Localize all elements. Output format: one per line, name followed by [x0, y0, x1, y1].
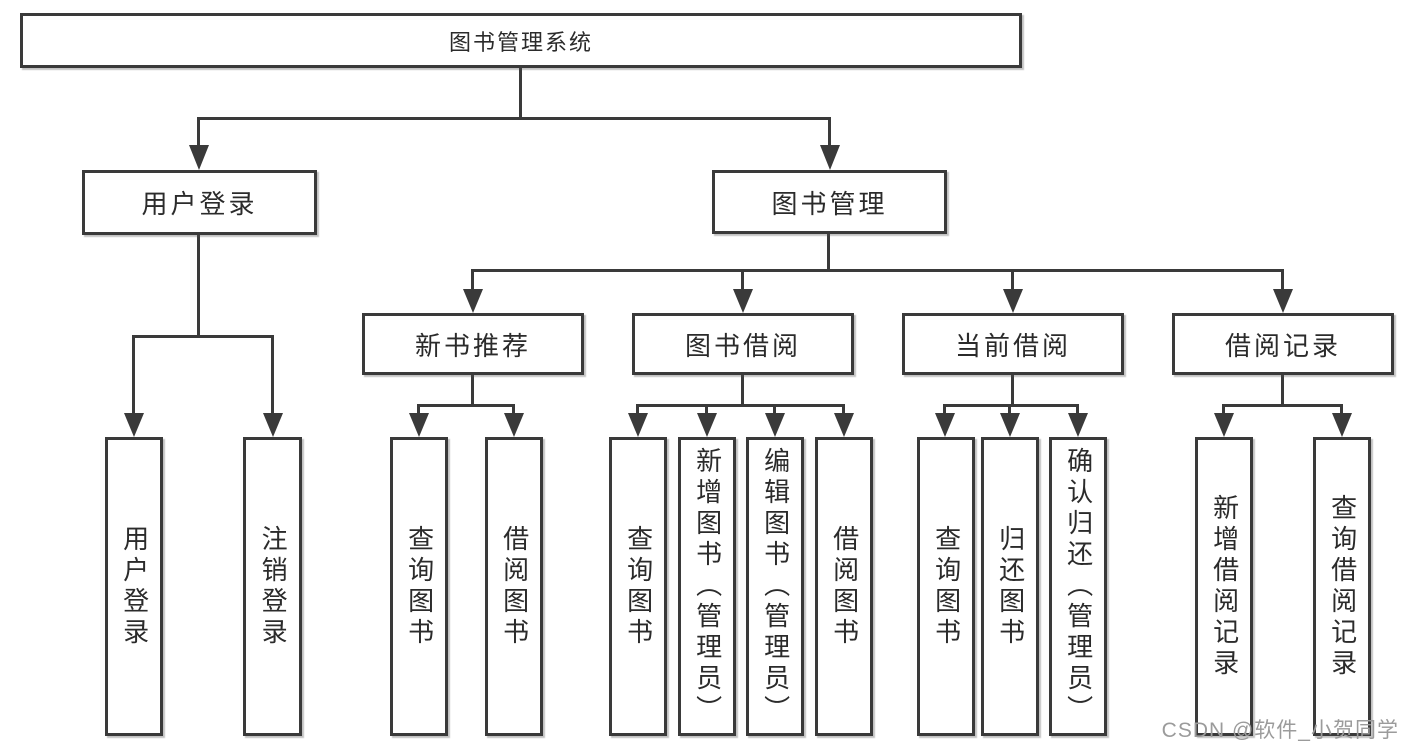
leaf-logout-label: 注销登录: [258, 524, 289, 649]
leaf-return-book-label: 归还图书: [995, 524, 1026, 649]
leaf-borrow-book: 借阅图书: [815, 437, 873, 736]
node-current-borrow: 当前借阅: [902, 313, 1124, 375]
leaf-add-book-admin-label: 新增图书（管理员）: [692, 447, 723, 726]
node-new-book-recommend-label: 新书推荐: [414, 330, 531, 361]
leaf-query-book-recommend-label: 查询图书: [404, 524, 435, 649]
leaf-user-login-label: 用户登录: [119, 524, 150, 649]
node-root-label: 图书管理系统: [448, 29, 593, 55]
node-book-management: 图书管理: [712, 170, 947, 234]
node-book-management-label: 图书管理: [771, 188, 888, 219]
leaf-edit-book-admin-label: 编辑图书（管理员）: [760, 447, 791, 726]
node-user-login-label: 用户登录: [141, 189, 258, 219]
node-borrow-record-label: 借阅记录: [1224, 330, 1341, 361]
csdn-watermark: CSDN @软件_小贺同学: [1161, 719, 1399, 742]
leaf-user-login: 用户登录: [105, 437, 163, 736]
leaf-logout: 注销登录: [243, 437, 302, 736]
leaf-query-book-borrow: 查询图书: [609, 437, 667, 736]
node-new-book-recommend: 新书推荐: [362, 313, 584, 375]
leaf-query-book-borrow-label: 查询图书: [623, 524, 654, 649]
node-book-borrow: 图书借阅: [632, 313, 854, 375]
leaf-confirm-return-admin: 确认归还（管理员）: [1049, 437, 1107, 736]
leaf-borrow-book-recommend: 借阅图书: [485, 437, 543, 736]
leaf-add-book-admin: 新增图书（管理员）: [678, 437, 736, 736]
leaf-confirm-return-admin-label: 确认归还（管理员）: [1063, 447, 1094, 726]
leaf-borrow-book-recommend-label: 借阅图书: [499, 524, 530, 649]
node-user-login: 用户登录: [82, 170, 317, 235]
leaf-borrow-book-label: 借阅图书: [829, 524, 860, 649]
leaf-return-book: 归还图书: [981, 437, 1039, 736]
node-book-borrow-label: 图书借阅: [684, 330, 801, 361]
leaf-query-book-current-label: 查询图书: [931, 524, 962, 649]
node-current-borrow-label: 当前借阅: [954, 330, 1071, 361]
leaf-query-borrow-record-label: 查询借阅记录: [1327, 493, 1358, 680]
leaf-query-borrow-record: 查询借阅记录: [1313, 437, 1371, 736]
node-root: 图书管理系统: [20, 13, 1022, 68]
leaf-query-book-recommend: 查询图书: [390, 437, 448, 736]
leaf-edit-book-admin: 编辑图书（管理员）: [746, 437, 804, 736]
leaf-query-book-current: 查询图书: [917, 437, 975, 736]
leaf-add-borrow-record-label: 新增借阅记录: [1209, 493, 1240, 680]
leaf-add-borrow-record: 新增借阅记录: [1195, 437, 1253, 736]
node-borrow-record: 借阅记录: [1172, 313, 1394, 375]
